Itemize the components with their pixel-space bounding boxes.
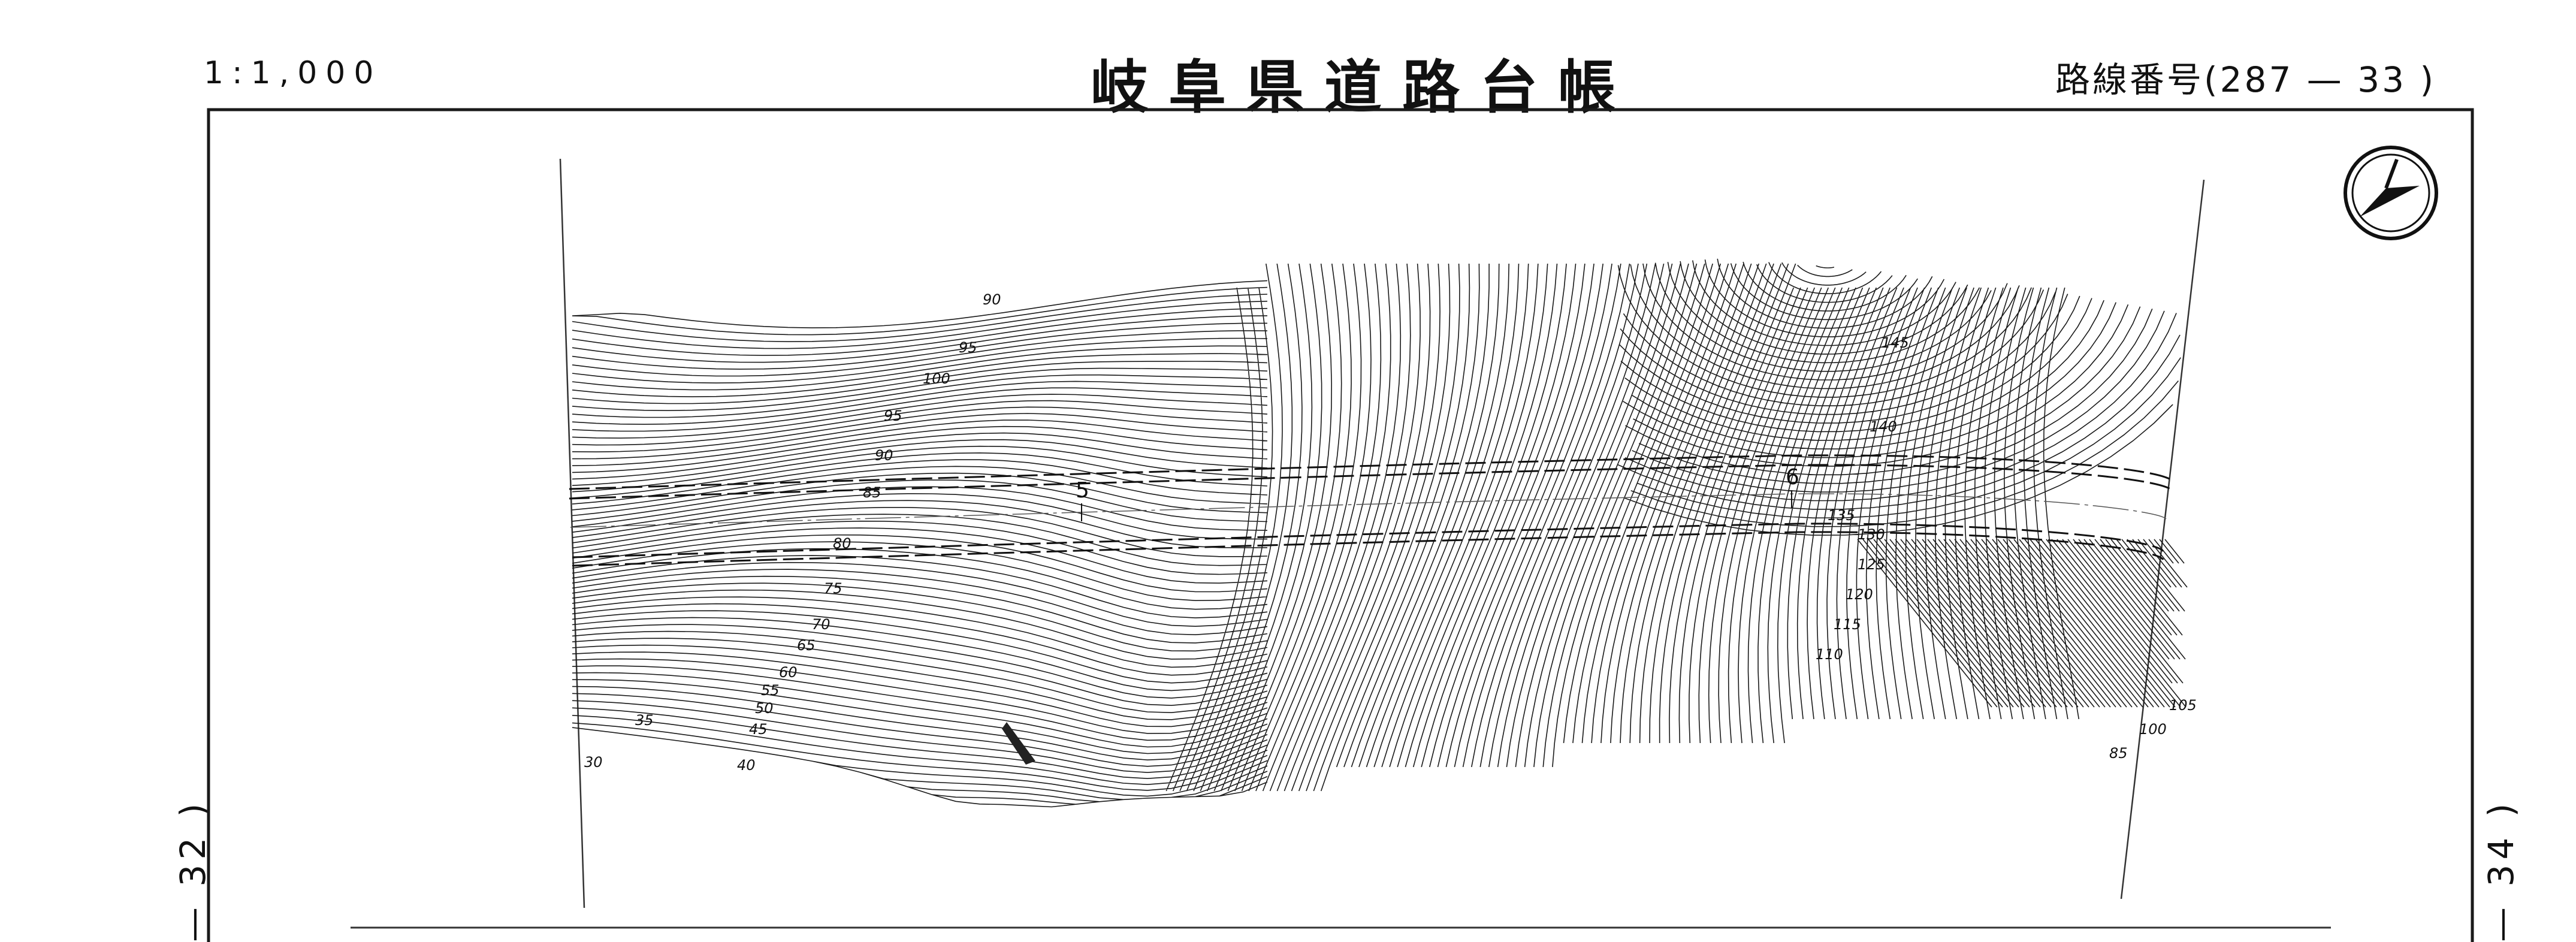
match-line-right xyxy=(2120,179,2205,899)
contour-label: 130 xyxy=(1858,526,1885,543)
contour-label: 85 xyxy=(863,484,881,501)
contour-label: 30 xyxy=(584,754,603,771)
road-edge-top-1 xyxy=(569,454,2173,490)
contour-label: 135 xyxy=(1828,507,1855,524)
contour-label: 75 xyxy=(824,580,842,597)
contour-label: 100 xyxy=(923,370,950,387)
contour-label: 70 xyxy=(812,616,831,633)
road-edge-top-2 xyxy=(569,464,2173,500)
station-marks: 5 6 xyxy=(1076,465,1799,521)
contour-label: 125 xyxy=(1858,556,1885,573)
contour-label: 45 xyxy=(749,721,768,738)
contour-label: 105 xyxy=(2169,697,2197,714)
contour-label: 80 xyxy=(833,535,851,552)
road-corridor xyxy=(569,454,2173,567)
contour-label: 115 xyxy=(1834,616,1861,633)
road-edge-bottom-1 xyxy=(572,523,2164,558)
contour-label: 145 xyxy=(1882,334,1909,351)
contour-label: 55 xyxy=(761,682,780,699)
contour-labels: 3035404550556065707580859095100959085100… xyxy=(584,291,2197,774)
feature-marker xyxy=(1002,722,1035,765)
contour-label: 95 xyxy=(959,339,977,356)
contour-label: 110 xyxy=(1816,646,1843,663)
station-mark-5: 5 xyxy=(1076,478,1089,503)
contour-label: 35 xyxy=(635,712,654,729)
contour-lines xyxy=(572,258,2188,808)
contour-label: 50 xyxy=(755,700,774,717)
road-edge-bottom-2 xyxy=(572,531,2164,567)
contour-line-set xyxy=(572,258,2188,808)
contour-label: 90 xyxy=(875,447,893,464)
contour-label: 100 xyxy=(2139,721,2167,738)
north-arrow-icon xyxy=(2344,146,2438,240)
contour-label: 40 xyxy=(737,757,756,774)
contour-label: 120 xyxy=(1846,586,1873,603)
contour-label: 140 xyxy=(1870,418,1897,435)
road-centerline xyxy=(570,493,2167,528)
contour-label: 60 xyxy=(779,664,798,681)
contour-label: 85 xyxy=(2109,745,2128,762)
match-line-left xyxy=(559,158,585,908)
station-mark-6: 6 xyxy=(1786,465,1799,490)
contour-label: 65 xyxy=(797,637,816,654)
route-number: 路線番号(287 — 33 ) xyxy=(2055,52,2436,102)
map-scale: 1:1,000 xyxy=(204,55,382,91)
route-number-label: 路線番号 xyxy=(2055,59,2204,100)
contour-label: 90 xyxy=(983,291,1001,308)
map-frame xyxy=(207,108,2474,942)
route-number-value: (287 — 33 ) xyxy=(2204,59,2436,100)
contour-label: 95 xyxy=(884,407,902,424)
